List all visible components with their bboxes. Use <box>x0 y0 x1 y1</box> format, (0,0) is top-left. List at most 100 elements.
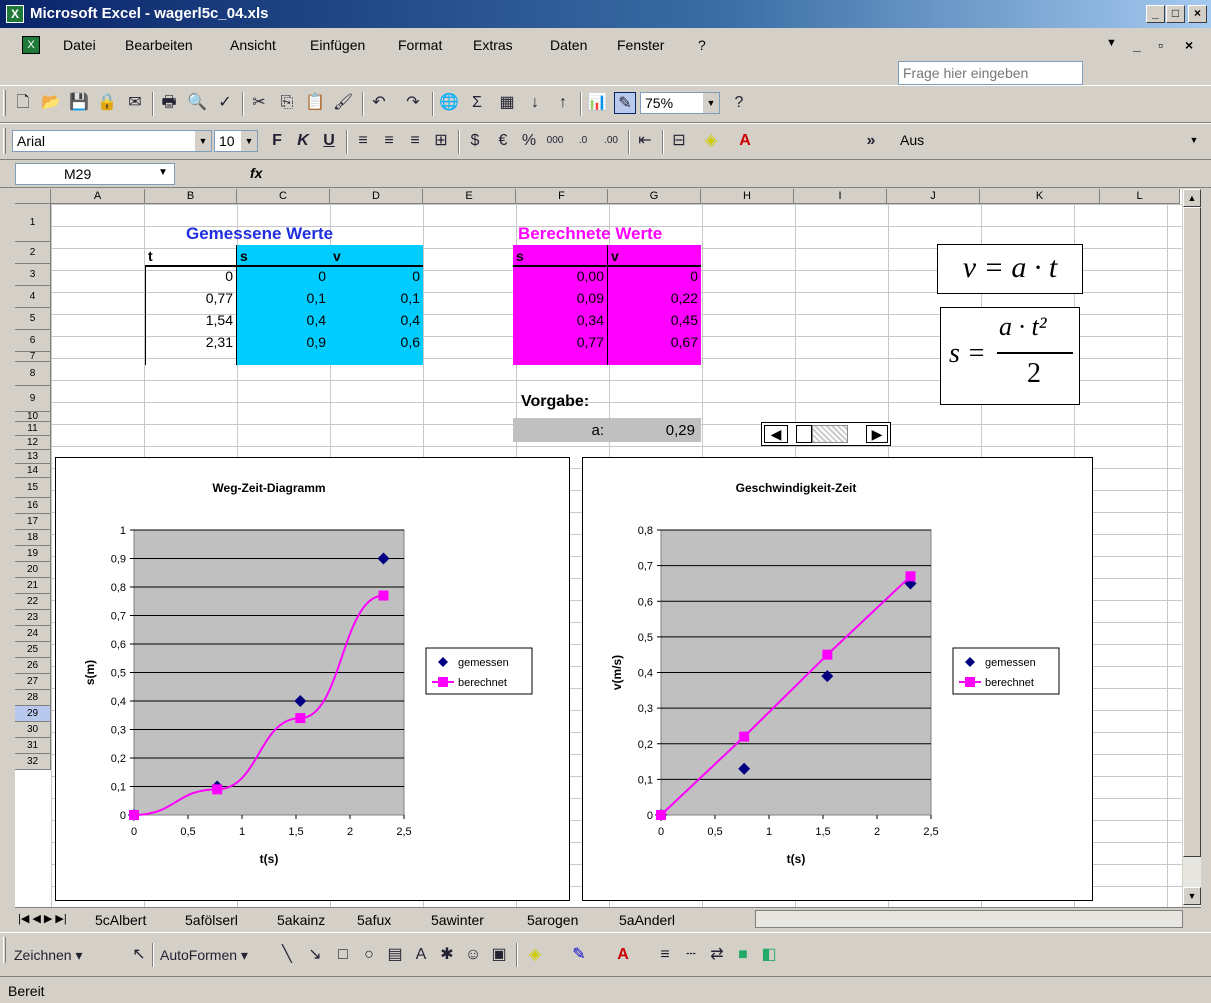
euro-icon[interactable]: € <box>498 132 508 149</box>
row-header-2[interactable]: 2 <box>15 242 51 264</box>
row-header-31[interactable]: 31 <box>15 738 51 754</box>
italic-button[interactable]: K <box>297 132 309 149</box>
scroll-track[interactable] <box>812 425 848 443</box>
row-header-20[interactable]: 20 <box>15 562 51 578</box>
cut-icon[interactable]: ✂ <box>252 94 266 111</box>
measured-v-2[interactable]: 0,4 <box>400 312 420 328</box>
calc-s-3[interactable]: 0,77 <box>576 334 604 350</box>
print-icon[interactable]: 🖶 <box>161 94 177 111</box>
scroll-up-icon[interactable]: ▲ <box>1183 189 1201 207</box>
measured-t-0[interactable]: 0 <box>225 268 233 284</box>
column-header-F[interactable]: F <box>516 189 608 204</box>
workbook-icon[interactable]: X <box>22 36 40 54</box>
scroll-down-icon[interactable]: ▼ <box>1183 887 1201 905</box>
row-header-9[interactable]: 9 <box>15 386 51 412</box>
row-header-14[interactable]: 14 <box>15 464 51 478</box>
row-header-1[interactable]: 1 <box>15 204 51 242</box>
measured-s-1[interactable]: 0,1 <box>306 290 326 306</box>
format-painter-icon[interactable]: 🖌 <box>332 94 354 111</box>
a-value[interactable]: 0,29 <box>665 422 695 439</box>
autoformen-menu[interactable]: AutoFormen ▾ <box>160 947 248 963</box>
row-header-8[interactable]: 8 <box>15 362 51 386</box>
measured-v-0[interactable]: 0 <box>412 268 420 284</box>
function-icon[interactable]: ▦ <box>499 94 515 111</box>
menu-datei[interactable]: Datei <box>63 37 96 53</box>
oval-icon[interactable]: ○ <box>364 946 374 963</box>
percent-icon[interactable]: % <box>521 132 537 149</box>
fill-color-draw-icon[interactable]: ◈ <box>528 946 542 963</box>
font-color-draw-icon[interactable]: A <box>617 946 629 963</box>
row-header-22[interactable]: 22 <box>15 594 51 610</box>
select-objects-icon[interactable]: ↖ <box>132 946 146 963</box>
aus-select[interactable]: Aus▼ <box>892 130 1202 152</box>
sort-desc-icon[interactable]: ↑ <box>559 94 567 111</box>
minimize-button[interactable]: _ <box>1146 5 1165 23</box>
measured-s-3[interactable]: 0,9 <box>306 334 326 350</box>
measured-t-1[interactable]: 0,77 <box>205 290 233 306</box>
column-header-A[interactable]: A <box>51 189 145 204</box>
measured-s-2[interactable]: 0,4 <box>306 312 326 328</box>
row-header-15[interactable]: 15 <box>15 478 51 498</box>
drawing-icon[interactable]: ✎ <box>614 92 636 114</box>
open-icon[interactable]: 📂 <box>41 94 61 111</box>
vertical-scrollbar[interactable]: ▲ ▼ <box>1183 189 1201 907</box>
bold-button[interactable]: F <box>272 132 282 149</box>
wordart-icon[interactable]: A <box>415 946 427 963</box>
scroll-right-icon[interactable]: ▶ <box>866 425 888 443</box>
row-header-13[interactable]: 13 <box>15 450 51 464</box>
row-header-24[interactable]: 24 <box>15 626 51 642</box>
row-header-28[interactable]: 28 <box>15 690 51 706</box>
row-header-29[interactable]: 29 <box>15 706 51 722</box>
close-button[interactable]: × <box>1188 5 1207 23</box>
scroll-thumb[interactable] <box>796 425 812 443</box>
measured-t-3[interactable]: 2,31 <box>205 334 233 350</box>
name-box-dropdown-icon[interactable]: ▼ <box>158 167 168 178</box>
tab-first-icon[interactable]: |◀ ◀ ▶ ▶| <box>18 913 67 925</box>
clipart-icon[interactable]: ☺ <box>464 946 482 963</box>
sheet-tab-2[interactable]: 5akainz <box>277 912 326 928</box>
row-header-3[interactable]: 3 <box>15 264 51 286</box>
measured-t-2[interactable]: 1,54 <box>205 312 233 328</box>
row-header-21[interactable]: 21 <box>15 578 51 594</box>
autosum-icon[interactable]: Σ <box>472 94 482 111</box>
menu-bearbeiten[interactable]: Bearbeiten <box>125 37 193 53</box>
calc-s-0[interactable]: 0,00 <box>576 268 604 284</box>
print-preview-icon[interactable]: 🔍 <box>187 94 207 111</box>
row-header-5[interactable]: 5 <box>15 308 51 330</box>
menu-help[interactable]: ? <box>698 37 706 53</box>
menu-fenster[interactable]: Fenster <box>617 37 665 53</box>
align-right-icon[interactable]: ≡ <box>410 132 420 149</box>
shadow-icon[interactable]: ■ <box>738 946 748 963</box>
zeichnen-menu[interactable]: Zeichnen ▾ <box>14 947 83 963</box>
font-color-icon[interactable]: A <box>739 132 751 149</box>
zoom-select[interactable]: 75%▼ <box>640 92 720 114</box>
thousands-icon[interactable]: 000 <box>546 135 564 146</box>
arrow-icon[interactable]: ↘ <box>308 946 322 963</box>
doc-restore-icon[interactable]: ▫ <box>1158 37 1163 53</box>
column-header-C[interactable]: C <box>237 189 330 204</box>
line-color-icon[interactable]: ✎ <box>572 946 586 963</box>
ask-question-input[interactable]: Frage hier eingeben <box>898 61 1083 85</box>
a-scrollbar-control[interactable]: ◀ ▶ <box>761 422 891 446</box>
insert-function-icon[interactable]: fx <box>250 165 263 181</box>
measured-v-1[interactable]: 0,1 <box>400 290 420 306</box>
calc-s-1[interactable]: 0,09 <box>576 290 604 306</box>
column-header-G[interactable]: G <box>608 189 701 204</box>
column-header-E[interactable]: E <box>423 189 516 204</box>
email-icon[interactable]: ✉ <box>128 94 142 111</box>
ask-dropdown-icon[interactable]: ▼ <box>1106 37 1117 49</box>
row-header-7[interactable]: 7 <box>15 352 51 362</box>
row-header-23[interactable]: 23 <box>15 610 51 626</box>
permission-icon[interactable]: 🔒 <box>97 94 117 111</box>
line-style-icon[interactable]: ≡ <box>660 946 670 963</box>
sheet-tab-1[interactable]: 5afölserl <box>185 912 238 928</box>
help-icon[interactable]: ? <box>734 94 744 111</box>
underline-button[interactable]: U <box>323 132 335 149</box>
3d-icon[interactable]: ◧ <box>761 946 777 963</box>
menu-daten[interactable]: Daten <box>550 37 588 53</box>
sheet-tab-6[interactable]: 5aAnderl <box>619 912 676 928</box>
row-header-12[interactable]: 12 <box>15 436 51 450</box>
chart-wizard-icon[interactable]: 📊 <box>587 94 607 111</box>
